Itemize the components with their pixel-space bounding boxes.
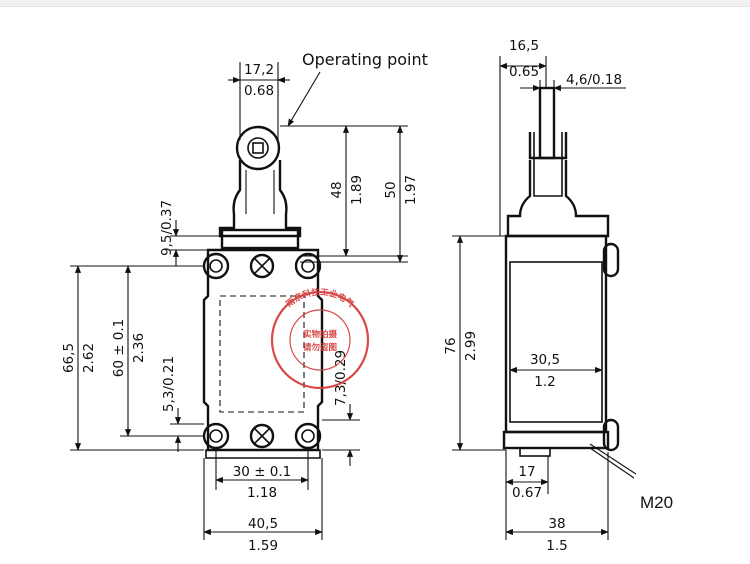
watermark-stamp: 雨京科技工业电气 实物拍摄 请勿盗图	[270, 287, 370, 390]
dim-total-mm: 50	[383, 181, 399, 198]
dim-thread-offset-mm: 17	[518, 464, 535, 480]
dim-plunger-offset-in: 0.65	[509, 64, 539, 80]
side-view: 16,5 0.65 4,6/0.18 76 2.99 30,5 1.2 17 0…	[443, 38, 673, 554]
side-head	[506, 160, 610, 238]
dim-top-in: 0.68	[244, 83, 274, 99]
dim-hole-left: 5,3/0.21	[161, 356, 177, 412]
dim-width-in: 1.59	[248, 538, 278, 554]
dim-pitch-h-in: 1.18	[247, 485, 277, 501]
dim-depth-in: 1.5	[546, 538, 567, 554]
actuator-arm	[218, 160, 302, 238]
dim-pitch-v-mm: 60 ± 0.1	[111, 319, 127, 378]
dim-thread-offset-in: 0.67	[512, 485, 542, 501]
dim-inner-mm: 30,5	[530, 352, 560, 368]
cover-screw-bottom	[249, 423, 275, 449]
top-bar	[0, 0, 750, 7]
dim-overall-in: 2.62	[81, 343, 97, 373]
watermark-line-2: 请勿盗图	[303, 342, 337, 353]
dim-body-height-in: 2.99	[463, 331, 479, 361]
roller-axle	[252, 142, 264, 154]
dim-body-height-mm: 76	[443, 337, 459, 354]
side-inner	[509, 261, 603, 423]
roller-inner	[247, 137, 269, 159]
dim-overall-mm: 66,5	[61, 343, 77, 373]
dim-inner-in: 1.2	[534, 374, 555, 390]
dim-total-in: 1.97	[403, 175, 419, 205]
dim-top-mm: 17,2	[244, 62, 274, 78]
dim-plunger-offset-mm: 16,5	[509, 38, 539, 54]
dim-hole-right: 7,3/0.29	[333, 350, 349, 406]
dim-width-mm: 40,5	[248, 516, 278, 532]
watermark-line-1: 实物拍摄	[303, 329, 338, 340]
inner-outline	[219, 295, 305, 413]
side-body	[504, 234, 608, 434]
operating-point-label: Operating point	[302, 50, 428, 69]
mount-hole-tr	[294, 252, 322, 280]
dim-pitch-v-in: 2.36	[131, 333, 147, 363]
thread-stub	[519, 447, 551, 457]
cover-screw-top	[249, 253, 275, 279]
dim-head-offset: 9,5/0.37	[159, 200, 175, 256]
dim-pitch-h-mm: 30 ± 0.1	[233, 464, 292, 480]
plunger	[538, 86, 556, 160]
roller-outer	[235, 125, 281, 171]
dim-op-mm: 48	[329, 181, 345, 198]
dim-op-in: 1.89	[349, 175, 365, 205]
dim-plunger-width: 4,6/0.18	[566, 72, 622, 88]
head-block	[220, 228, 300, 250]
arm-detail	[245, 170, 275, 214]
front-view: 17,2 0.68 Operating point 48 1.89 50 1.9…	[61, 50, 428, 554]
dim-depth-mm: 38	[548, 516, 565, 532]
mount-hole-br	[294, 422, 322, 450]
thread-label: M20	[640, 493, 673, 512]
